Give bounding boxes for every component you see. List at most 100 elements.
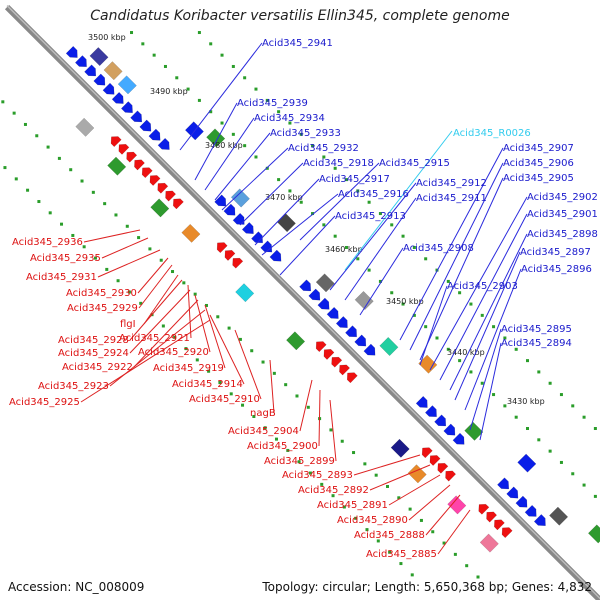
forward-gene-label: Acid345_2932 <box>288 143 359 154</box>
gene-arrow <box>241 222 254 234</box>
tick-dot <box>388 550 392 554</box>
gene-arrow <box>447 495 467 515</box>
tick-dot <box>537 370 541 374</box>
reverse-gene-label: Acid345_2935 <box>30 253 101 264</box>
gene-arrow <box>150 198 170 218</box>
reverse-gene-label: Acid345_2920 <box>138 347 209 358</box>
gene-arrow <box>317 297 330 310</box>
gene-arrow <box>587 524 600 544</box>
gene-arrow <box>276 213 296 233</box>
tick-dot <box>182 281 186 285</box>
gene-arrow <box>165 190 177 202</box>
reverse-gene-label: Acid345_2922 <box>62 362 133 373</box>
tick-dot <box>333 166 337 170</box>
tick-dot <box>412 313 416 317</box>
tick-dot <box>548 449 552 453</box>
tick-dot <box>492 393 496 397</box>
tick-dot <box>322 223 326 227</box>
gene-arrow <box>120 101 133 114</box>
tick-dot <box>243 76 247 80</box>
reverse-leader <box>388 474 441 506</box>
tick-dot <box>385 484 389 488</box>
tick-dot <box>320 482 324 486</box>
tick-dot <box>458 359 462 363</box>
gene-arrow <box>107 156 127 176</box>
forward-leader <box>464 268 522 411</box>
tick-dot <box>431 530 435 534</box>
tick-dot <box>342 505 346 509</box>
tick-dot <box>193 292 197 296</box>
gene-arrow <box>345 325 357 338</box>
reverse-leader <box>187 284 192 339</box>
reverse-leader <box>133 299 199 368</box>
tick-dot <box>401 302 405 306</box>
tick-dot <box>216 315 220 319</box>
kbp-tick-label: 3450 kbp <box>386 297 424 306</box>
gene-arrow <box>323 349 335 360</box>
forward-leader <box>469 328 502 431</box>
tick-dot <box>209 110 213 114</box>
gene-arrow <box>434 414 447 427</box>
tick-dot <box>526 359 530 363</box>
tick-dot <box>412 245 416 249</box>
tick-dot <box>390 291 394 295</box>
tick-dot <box>26 188 30 192</box>
gene-arrow <box>443 423 456 436</box>
tick-dot <box>582 415 586 419</box>
gene-arrow <box>437 462 449 474</box>
tick-dot <box>148 247 152 251</box>
tick-dot <box>333 234 337 238</box>
reverse-leader <box>143 274 179 325</box>
kbp-tick-label: 3500 kbp <box>88 33 126 42</box>
gene-arrow <box>429 455 441 466</box>
gene-arrow <box>118 143 130 155</box>
gene-arrow <box>315 341 327 353</box>
tick-dot <box>82 245 86 249</box>
gene-arrow <box>93 73 106 86</box>
reverse-leader <box>137 257 169 294</box>
reverse-leader <box>101 237 149 259</box>
tick-dot <box>410 573 414 577</box>
gene-arrow <box>478 503 490 515</box>
tick-dot <box>163 64 167 68</box>
gene-arrow <box>172 198 184 210</box>
tick-dot <box>48 211 52 215</box>
tick-dot <box>435 336 439 340</box>
gene-arrow <box>390 438 410 458</box>
forward-gene-label: Acid345_2917 <box>319 174 390 185</box>
reverse-gene-label: Acid345_2899 <box>264 456 335 467</box>
tick-dot <box>503 336 507 340</box>
tick-dot <box>116 279 120 283</box>
tick-dot <box>161 324 165 328</box>
topology-text: Topology: circular; Length: 5,650,368 bp… <box>262 580 592 594</box>
forward-gene-label: Acid345_2901 <box>527 209 598 220</box>
tick-dot <box>367 200 371 204</box>
gene-arrow <box>515 495 528 508</box>
tick-dot <box>286 448 290 452</box>
tick-dot <box>458 291 462 295</box>
reverse-gene-label: Acid345_2904 <box>228 426 299 437</box>
backbone-line <box>4 4 600 600</box>
gene-arrow <box>130 110 143 123</box>
tick-dot <box>322 155 326 159</box>
tick-dot <box>295 394 299 398</box>
forward-gene-label: Acid345_2894 <box>501 338 572 349</box>
tick-dot <box>114 213 118 217</box>
gene-arrow <box>102 82 115 95</box>
tick-dot <box>125 224 129 228</box>
forward-leader <box>279 215 336 276</box>
tick-dot <box>252 414 256 418</box>
tick-dot <box>274 437 278 441</box>
tick-dot <box>352 451 356 455</box>
reverse-gene-label: Acid345_2900 <box>247 441 318 452</box>
forward-gene-label: Acid345_2912 <box>416 178 487 189</box>
forward-leader <box>214 132 271 201</box>
reverse-gene-label: Acid345_2919 <box>153 363 224 374</box>
tick-dot <box>465 564 469 568</box>
reverse-gene-label: Acid345_2923 <box>38 381 109 392</box>
gene-arrow <box>445 470 457 482</box>
tick-dot <box>23 122 27 126</box>
tick-dot <box>37 200 41 204</box>
reverse-gene-label: nagB <box>250 408 276 419</box>
tick-dot <box>374 473 378 477</box>
